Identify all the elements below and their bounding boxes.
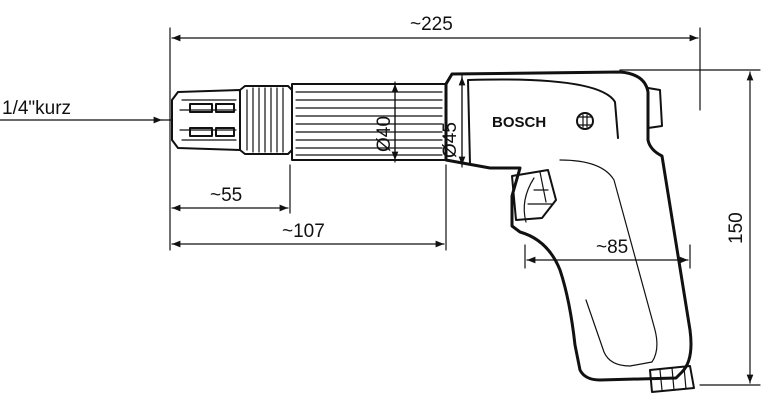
nose-length-label: ~107 <box>282 221 325 242</box>
brand-name: BOSCH <box>492 114 546 131</box>
bosch-logo-circle <box>576 112 594 130</box>
brand-label-area <box>467 78 619 165</box>
height-label: 150 <box>726 212 747 244</box>
handle-depth-label: ~85 <box>596 237 628 258</box>
dimension-lines <box>0 34 754 384</box>
drill-body <box>161 70 695 393</box>
diameter-40-label: Ø40 <box>374 116 395 152</box>
motor-housing-and-handle <box>444 70 693 382</box>
shank-label: 1/4"kurz <box>2 98 71 119</box>
rear-cap <box>647 87 663 129</box>
chuck-jaws <box>171 89 241 151</box>
nose-housing <box>291 83 447 161</box>
trigger <box>511 169 557 221</box>
chuck-length-label: ~55 <box>210 185 242 206</box>
grip-inner-contour <box>559 159 658 367</box>
diameter-45-label: Ø45 <box>440 122 461 158</box>
chuck-sleeve <box>239 85 293 155</box>
overall-length-label: ~225 <box>410 14 453 35</box>
air-inlet <box>649 365 695 393</box>
